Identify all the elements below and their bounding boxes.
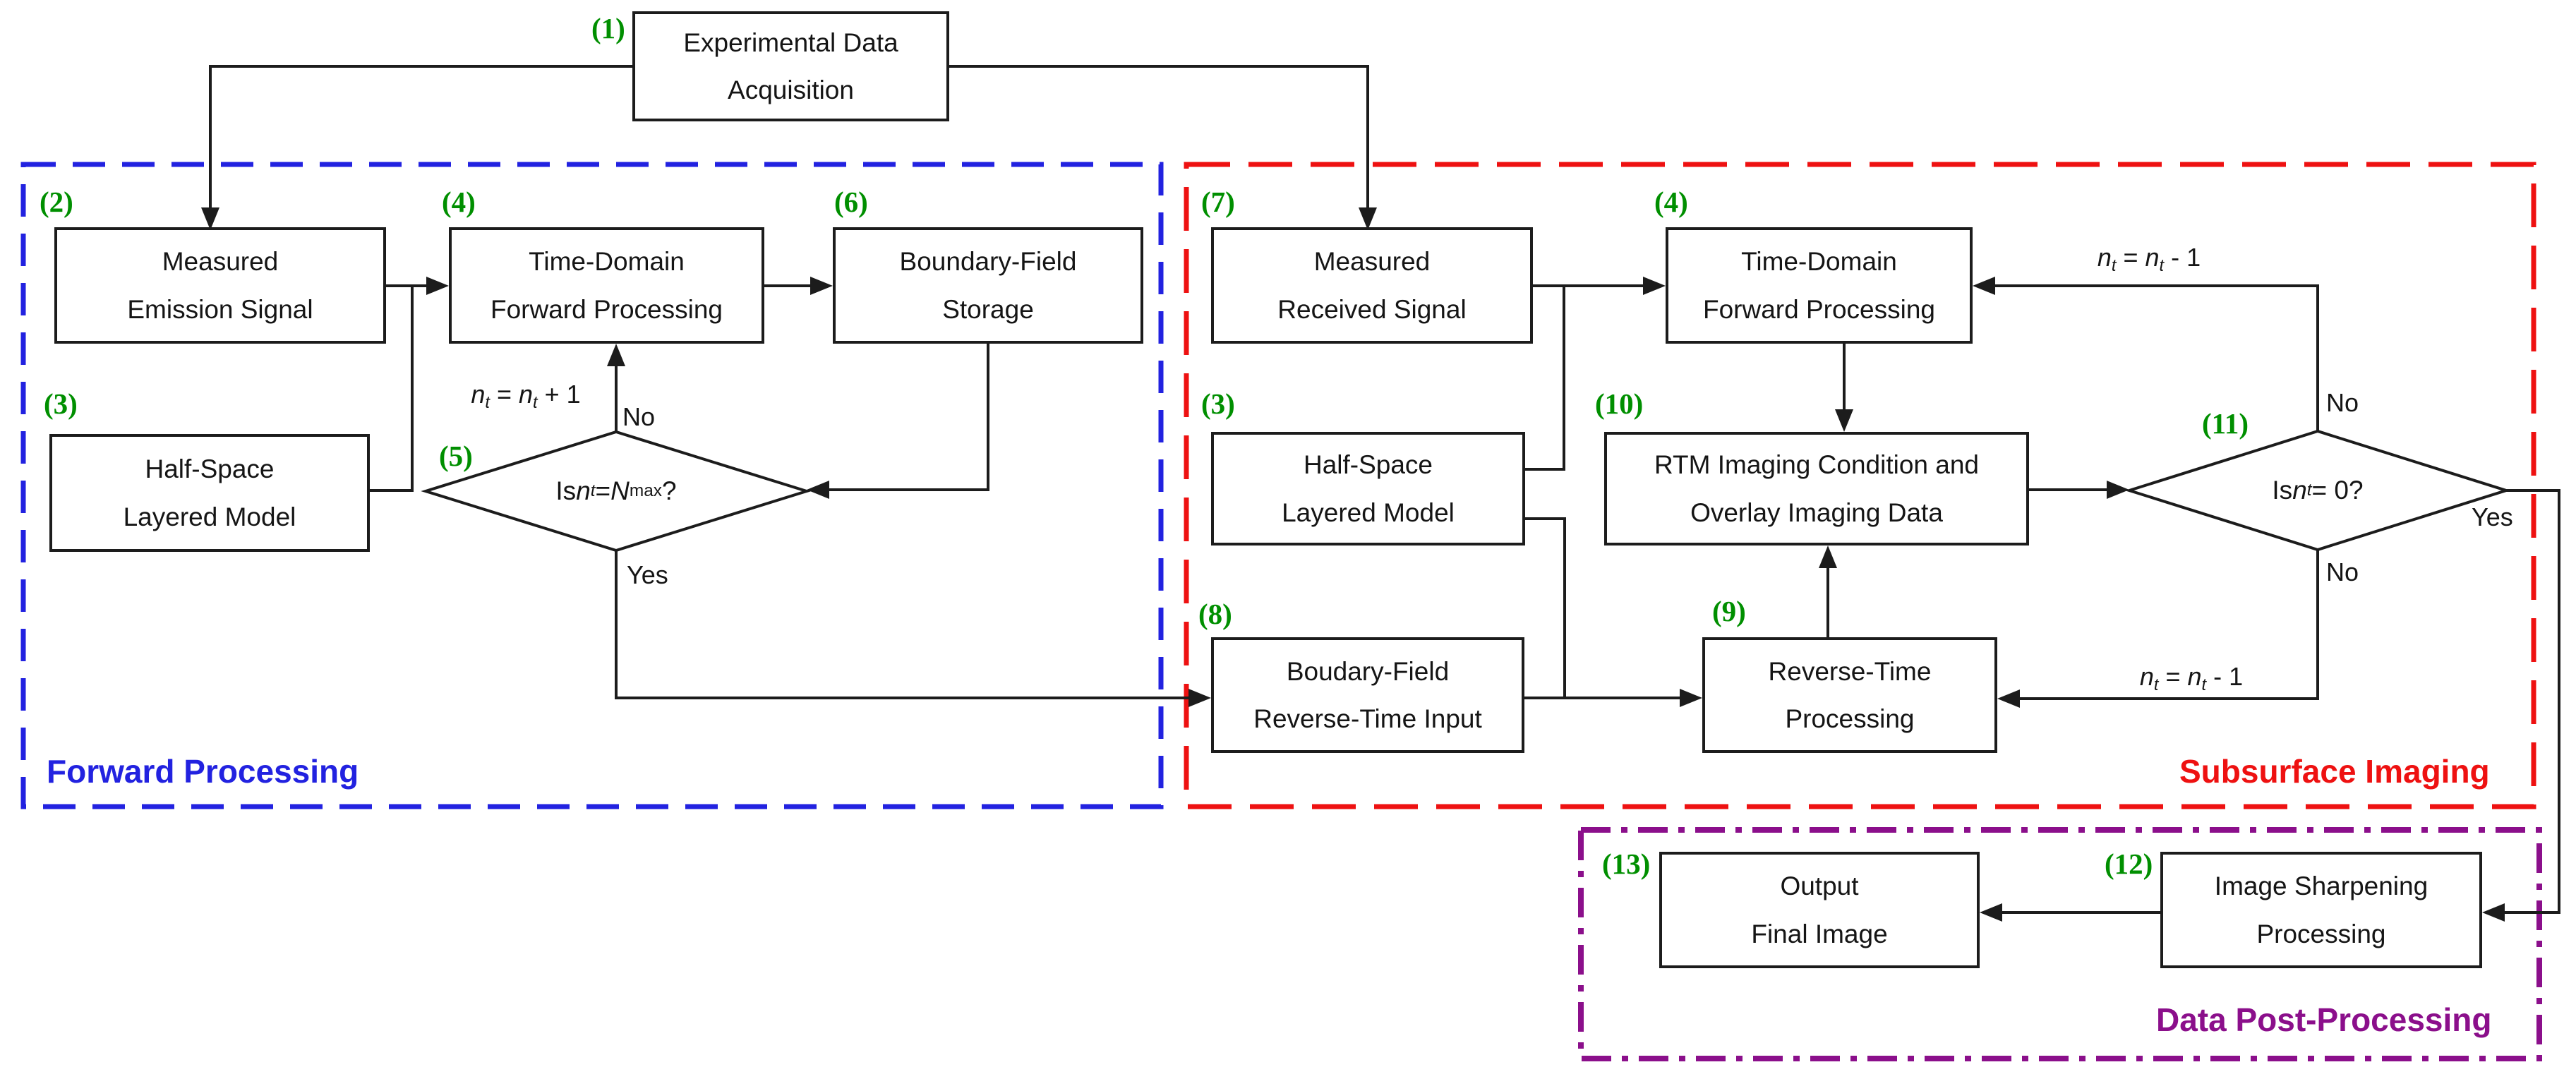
step-number-11: (11) xyxy=(2202,407,2249,440)
step-number-4-right: (4) xyxy=(1654,186,1688,218)
node-label: Measured Received Signal xyxy=(1277,247,1467,324)
step-number-6: (6) xyxy=(834,186,868,218)
node-reverse-time-processing: Reverse-Time Processing xyxy=(1702,637,1997,753)
node-half-space-layered-model-left: Half-Space Layered Model xyxy=(49,434,370,552)
data-post-processing-region-border xyxy=(1578,827,2542,1061)
node-time-domain-forward-processing-left: Time-Domain Forward Processing xyxy=(449,227,764,344)
step-number-10: (10) xyxy=(1595,387,1644,420)
branch-label-no-imaging-top: No xyxy=(2326,388,2359,417)
node-measured-emission-signal: Measured Emission Signal xyxy=(54,227,386,344)
node-time-domain-forward-processing-right: Time-Domain Forward Processing xyxy=(1666,227,1973,344)
node-label: RTM Imaging Condition and Overlay Imagin… xyxy=(1654,450,1979,527)
region-title-forward-processing: Forward Processing xyxy=(47,753,359,790)
node-label: Boudary-Field Reverse-Time Input xyxy=(1253,656,1482,733)
step-number-3-left: (3) xyxy=(44,387,78,420)
node-label: Half-Space Layered Model xyxy=(123,454,296,531)
decision-is-nt-nmax-shape xyxy=(421,430,812,553)
node-boundary-field-storage: Boundary-Field Storage xyxy=(833,227,1143,344)
node-measured-received-signal: Measured Received Signal xyxy=(1211,227,1533,344)
branch-label-no-forward: No xyxy=(622,402,656,431)
step-number-3-right: (3) xyxy=(1201,387,1235,420)
step-number-1: (1) xyxy=(591,12,625,44)
forward-processing-region-border xyxy=(20,162,1164,809)
decision-is-nt-zero-shape xyxy=(2124,429,2511,552)
node-half-space-layered-model-right: Half-Space Layered Model xyxy=(1211,432,1525,546)
node-output-final-image: Output Final Image xyxy=(1659,852,1980,968)
step-number-7: (7) xyxy=(1201,186,1235,218)
step-number-5: (5) xyxy=(439,440,473,472)
step-number-2: (2) xyxy=(40,186,73,218)
branch-label-no-imaging-bottom: No xyxy=(2326,557,2359,586)
step-number-12: (12) xyxy=(2105,848,2153,880)
step-number-9: (9) xyxy=(1712,595,1746,627)
annotation-nt-decrement-bottom: nt = nt - 1 xyxy=(2139,662,2244,695)
node-label: Reverse-Time Processing xyxy=(1768,656,1932,733)
node-label: Output Final Image xyxy=(1751,872,1888,948)
node-label: Time-Domain Forward Processing xyxy=(1702,247,1935,324)
node-image-sharpening-processing: Image Sharpening Processing xyxy=(2160,852,2482,968)
region-title-data-post-processing: Data Post-Processing xyxy=(2156,1001,2492,1038)
node-label: Boundary-Field Storage xyxy=(899,247,1077,324)
step-number-8: (8) xyxy=(1198,598,1232,630)
annotation-nt-increment: nt = nt + 1 xyxy=(471,380,581,413)
branch-label-yes-forward: Yes xyxy=(627,560,668,589)
node-label: Experimental Data Acquisition xyxy=(683,28,898,104)
node-label: Time-Domain Forward Processing xyxy=(490,247,723,324)
branch-label-yes-imaging: Yes xyxy=(2472,502,2513,531)
node-label: Image Sharpening Processing xyxy=(2214,872,2428,948)
node-experimental-data-acquisition: Experimental Data Acquisition xyxy=(632,11,949,121)
node-rtm-imaging-condition: RTM Imaging Condition and Overlay Imagin… xyxy=(1604,432,2029,546)
node-label: Half-Space Layered Model xyxy=(1282,450,1455,527)
step-number-13: (13) xyxy=(1602,848,1651,880)
node-label: Measured Emission Signal xyxy=(127,247,313,324)
annotation-nt-decrement-top: nt = nt - 1 xyxy=(2097,243,2201,276)
region-title-subsurface-imaging: Subsurface Imaging xyxy=(2179,753,2490,790)
node-boundary-field-reverse-time-input: Boudary-Field Reverse-Time Input xyxy=(1211,637,1524,753)
step-number-4-left: (4) xyxy=(442,186,476,218)
